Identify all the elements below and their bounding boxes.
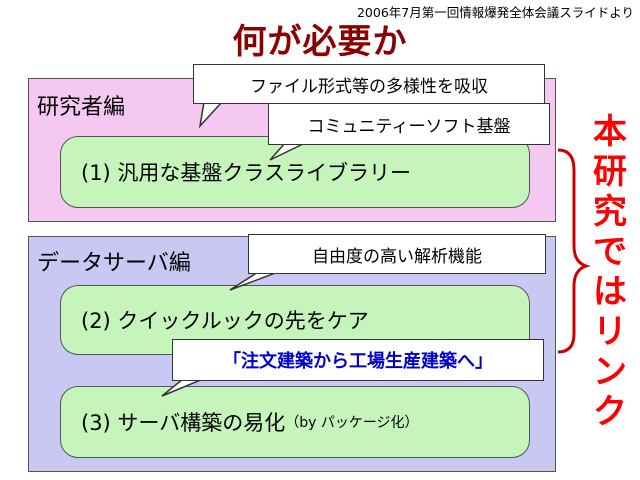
callout-construction: 「注文建築から工場生産建築へ」 xyxy=(172,339,544,381)
callout-diversity: ファイル形式等の多様性を吸収 xyxy=(193,64,545,104)
item-server-construction: (3) サーバ構築の易化（by パッケージ化） xyxy=(60,386,530,458)
callout-construction-text: 「注文建築から工場生産建築へ」 xyxy=(223,351,493,372)
item-class-library-text: (1) 汎用な基盤クラスライブラリー xyxy=(81,161,412,185)
side-note-char: ク xyxy=(593,392,627,432)
side-note-char: 研 xyxy=(593,152,627,192)
researcher-panel-label: 研究者編 xyxy=(37,95,126,120)
callout-community-text: コミュニティーソフト基盤 xyxy=(307,116,511,137)
side-note-char: ン xyxy=(593,352,627,392)
side-note-char: で xyxy=(593,232,627,272)
callout-tail-analysis xyxy=(229,271,279,291)
side-note-char: リ xyxy=(593,312,627,352)
side-note-char: 究 xyxy=(593,192,627,232)
callout-diversity-text: ファイル形式等の多様性を吸収 xyxy=(250,76,488,97)
source-note: 2006年7月第一回情報爆発全体会議スライドより xyxy=(356,5,634,20)
callout-tail-community xyxy=(269,142,306,161)
callout-tail-construction xyxy=(161,378,204,397)
side-note-char: 本 xyxy=(593,112,627,152)
item-server-construction-text: (3) サーバ構築の易化 xyxy=(81,411,286,435)
item-quicklook-care-text: (2) クイックルックの先をケア xyxy=(81,309,369,333)
callout-community: コミュニティーソフト基盤 xyxy=(268,103,550,145)
right-brace xyxy=(557,148,591,354)
side-note-link: 本 研 究 で は リ ン ク xyxy=(588,112,632,432)
side-note-char: は xyxy=(593,272,627,312)
page-title: 何が必要か xyxy=(232,22,408,62)
callout-tail-diversity xyxy=(198,101,224,129)
data-server-panel-label: データサーバ編 xyxy=(37,251,191,276)
callout-analysis-text: 自由度の高い解析機能 xyxy=(312,246,482,267)
callout-analysis: 自由度の高い解析機能 xyxy=(248,234,546,274)
item-server-construction-note: （by パッケージ化） xyxy=(285,415,419,431)
